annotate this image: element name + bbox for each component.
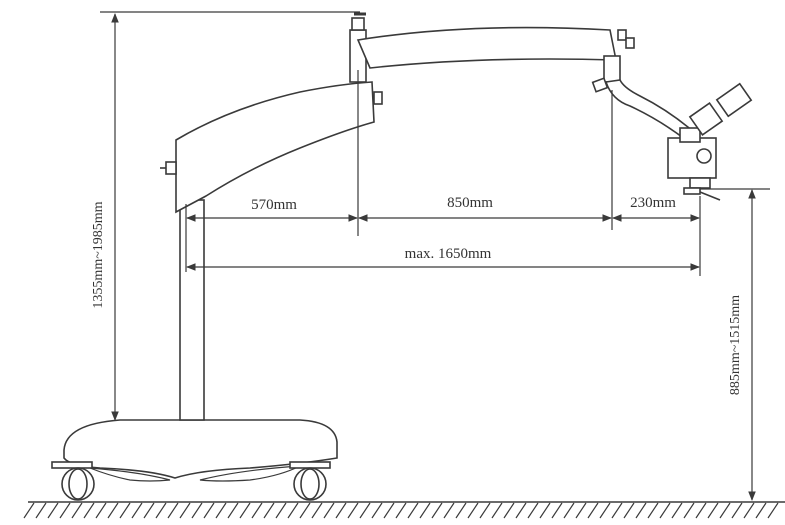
hatch-line	[179, 502, 191, 519]
hatch-line	[647, 502, 659, 519]
hatch-line	[347, 502, 359, 519]
hatch-line	[515, 502, 527, 519]
hatch-line	[587, 502, 599, 519]
hatch-line	[59, 502, 71, 519]
arm-segment-3-label: 230mm	[630, 195, 676, 211]
hatch-line	[83, 502, 95, 519]
upper-arm	[356, 26, 635, 69]
hatch-line	[395, 502, 407, 519]
hatch-line	[47, 502, 59, 519]
hatch-line	[455, 502, 467, 519]
hatch-line	[719, 502, 731, 519]
lower-arm	[160, 81, 383, 214]
hatch-line	[575, 502, 587, 519]
arm-segment-2-label: 850mm	[447, 195, 493, 211]
hatch-line	[227, 502, 239, 519]
hatch-line	[371, 502, 383, 519]
hatch-line	[263, 502, 275, 519]
hatch-line	[671, 502, 683, 519]
hatch-line	[35, 502, 47, 519]
hatch-line	[155, 502, 167, 519]
hatch-line	[683, 502, 695, 519]
hatch-line	[23, 502, 35, 519]
hatch-line	[119, 502, 131, 519]
hatch-line	[755, 502, 767, 519]
hatch-line	[503, 502, 515, 519]
hatch-line	[551, 502, 563, 519]
hatch-line	[491, 502, 503, 519]
hatch-line	[167, 502, 179, 519]
hatch-line	[443, 502, 455, 519]
stand-column	[179, 199, 205, 421]
hatch-line	[419, 502, 431, 519]
hatch-line	[599, 502, 611, 519]
hatch-line	[95, 502, 107, 519]
hatch-line	[731, 502, 743, 519]
hatch-line	[287, 502, 299, 519]
floor	[23, 501, 785, 519]
hatch-line	[431, 502, 443, 519]
head-height-label: 885mm~1515mm	[728, 295, 743, 395]
hatch-line	[659, 502, 671, 519]
hatch-line	[467, 502, 479, 519]
total-height-label: 1355mm~1985mm	[91, 201, 106, 308]
hatch-line	[695, 502, 707, 519]
hatch-line	[203, 502, 215, 519]
hatch-line	[635, 502, 647, 519]
microscope-head	[591, 55, 753, 201]
hatch-line	[539, 502, 551, 519]
hatch-line	[323, 502, 335, 519]
hatch-line	[215, 502, 227, 519]
hatch-line	[407, 502, 419, 519]
hatch-line	[767, 502, 779, 519]
floor-hatching	[23, 502, 779, 519]
hatch-line	[251, 502, 263, 519]
hatch-line	[359, 502, 371, 519]
hatch-line	[527, 502, 539, 519]
arm-segment-1-label: 570mm	[251, 197, 297, 213]
hatch-line	[239, 502, 251, 519]
hatch-line	[743, 502, 755, 519]
dim-arm-segments	[185, 70, 701, 276]
hatch-line	[707, 502, 719, 519]
hatch-line	[611, 502, 623, 519]
hatch-line	[479, 502, 491, 519]
hatch-line	[623, 502, 635, 519]
hatch-line	[107, 502, 119, 519]
hatch-line	[311, 502, 323, 519]
hatch-line	[191, 502, 203, 519]
hatch-line	[383, 502, 395, 519]
hatch-line	[131, 502, 143, 519]
stand-base	[63, 419, 338, 482]
caster-left	[51, 461, 95, 501]
hatch-line	[275, 502, 287, 519]
hatch-line	[143, 502, 155, 519]
hatch-line	[563, 502, 575, 519]
hatch-line	[335, 502, 347, 519]
dim-head-height	[700, 188, 770, 501]
hatch-line	[71, 502, 83, 519]
max-reach-label: max. 1650mm	[405, 246, 492, 262]
caster-right	[289, 461, 331, 501]
hatch-line	[299, 502, 311, 519]
dim-total-height	[100, 11, 360, 421]
